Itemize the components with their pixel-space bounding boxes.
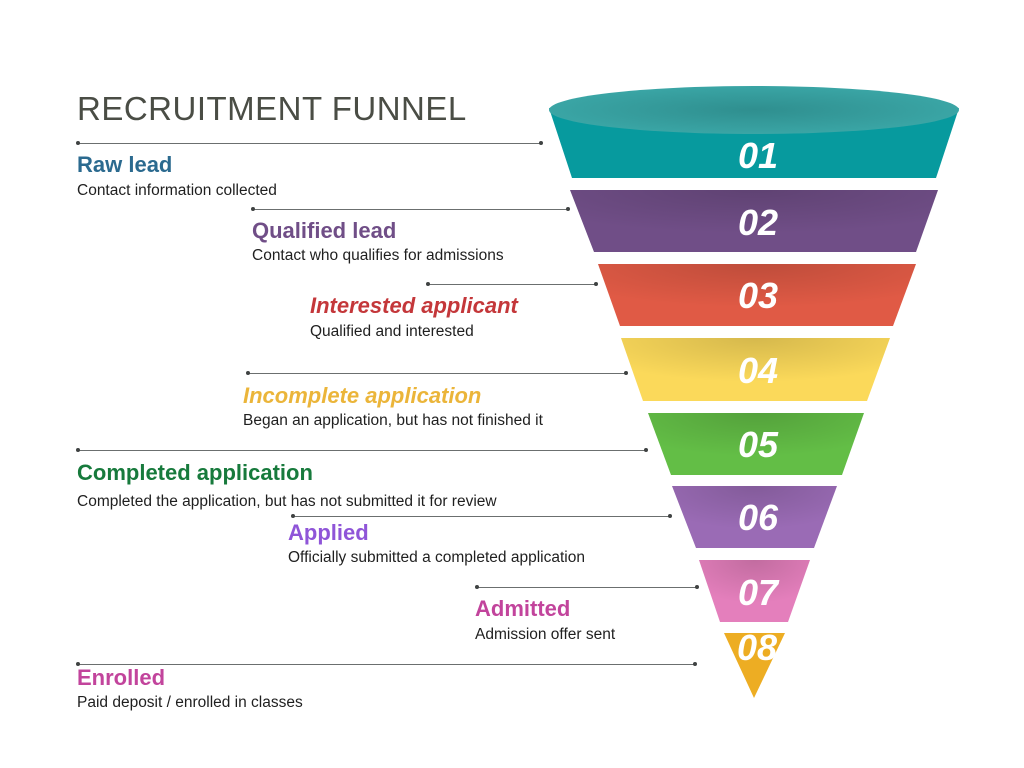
connector-line-08 [76, 662, 697, 666]
stage-number-02: 02 [738, 202, 778, 243]
stage-number-06: 06 [738, 497, 779, 538]
connector-line-02 [251, 207, 570, 211]
stage-title-qualified-lead: Qualified lead [252, 218, 397, 243]
funnel-band-03: 03 [598, 264, 916, 326]
stage-number-05: 05 [738, 424, 779, 465]
stage-desc-interested-applicant: Qualified and interested [310, 323, 474, 340]
stage-title-incomplete-application: Incomplete application [243, 383, 482, 408]
stage-desc-incomplete-application: Began an application, but has not finish… [243, 412, 543, 429]
stage-desc-qualified-lead: Contact who qualifies for admissions [252, 247, 504, 264]
diagram-title: RECRUITMENT FUNNEL [77, 90, 467, 127]
stage-title-completed-application: Completed application [77, 460, 313, 485]
connector-line-05 [76, 448, 648, 452]
funnel-band-06: 06 [672, 486, 837, 548]
connector-line-06 [291, 514, 672, 518]
stage-title-raw-lead: Raw lead [77, 152, 173, 177]
funnel-band-02: 02 [570, 190, 938, 252]
stage-title-interested-applicant: Interested applicant [310, 293, 518, 318]
funnel-band-04: 04 [621, 338, 890, 401]
stage-title-applied: Applied [288, 520, 369, 545]
stage-number-03: 03 [738, 275, 778, 316]
stage-desc-completed-application: Completed the application, but has not s… [77, 493, 497, 510]
connector-line-04 [246, 371, 628, 375]
stage-number-01: 01 [738, 135, 778, 176]
funnel-band-07: 07 [699, 560, 810, 622]
stage-number-07: 07 [738, 572, 780, 613]
funnel-rim [549, 86, 959, 134]
stage-title-enrolled: Enrolled [77, 665, 166, 690]
stage-desc-enrolled: Paid deposit / enrolled in classes [77, 694, 303, 711]
funnel-band-08: 08 [724, 627, 785, 698]
stage-desc-admitted: Admission offer sent [475, 626, 616, 643]
stage-number-04: 04 [738, 350, 778, 391]
stage-desc-raw-lead: Contact information collected [77, 182, 277, 199]
stage-number-08: 08 [737, 627, 777, 668]
connector-line-03 [426, 282, 598, 286]
funnel-band-05: 05 [648, 413, 864, 475]
stage-desc-applied: Officially submitted a completed applica… [288, 549, 585, 566]
connector-line-07 [475, 585, 699, 589]
stage-title-admitted: Admitted [475, 596, 571, 621]
connector-line-01 [76, 141, 543, 145]
funnel-band-01: 01 [549, 86, 959, 178]
